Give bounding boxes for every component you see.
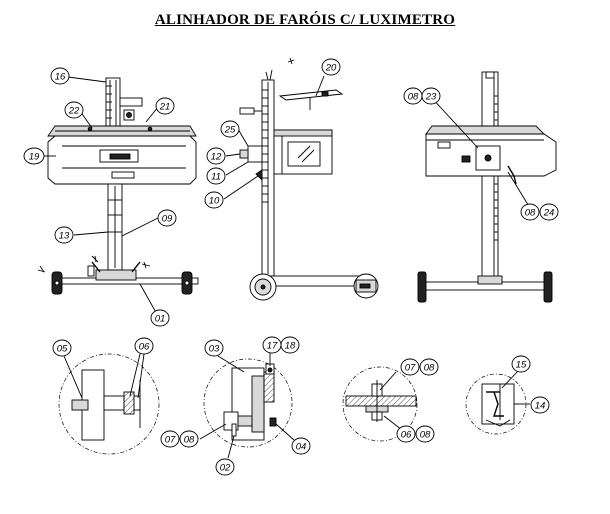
label-23: 23 <box>425 92 437 103</box>
label-25: 25 <box>224 125 236 136</box>
callout-07-08-a: 07 08 <box>160 430 199 448</box>
label-03: 03 <box>209 344 220 355</box>
label-05: 05 <box>57 344 68 355</box>
callout-09: 09 <box>157 209 177 227</box>
detail-05-06 <box>58 353 160 455</box>
label-16: 16 <box>55 72 66 83</box>
label-06b: 06 <box>401 430 412 441</box>
detail-03-04 <box>203 358 293 448</box>
label-21: 21 <box>159 102 171 113</box>
label-08d: 08 <box>424 363 435 374</box>
rear-view <box>417 71 557 303</box>
callout-22: 22 <box>64 101 84 119</box>
side-view <box>239 57 379 301</box>
front-view <box>37 77 199 295</box>
label-18: 18 <box>285 341 296 352</box>
callout-05: 05 <box>52 339 72 357</box>
callout-11: 11 <box>206 167 226 185</box>
label-19: 19 <box>29 152 40 163</box>
label-02: 02 <box>220 463 231 474</box>
callout-03: 03 <box>204 339 224 357</box>
callout-15: 15 <box>511 355 531 373</box>
label-10: 10 <box>209 196 220 207</box>
label-22: 22 <box>68 106 80 117</box>
callout-07-08-b: 07 08 <box>400 358 439 376</box>
label-06: 06 <box>139 342 150 353</box>
label-08e: 08 <box>420 430 431 441</box>
diagram-title: ALINHADOR DE FARÓIS C/ LUXIMETRO <box>154 12 456 28</box>
callout-02: 02 <box>215 458 235 476</box>
label-08b: 08 <box>525 208 536 219</box>
callout-04: 04 <box>291 437 311 455</box>
leader-lines <box>44 75 531 459</box>
label-15: 15 <box>516 360 527 371</box>
callout-10: 10 <box>204 191 224 209</box>
callout-20: 20 <box>321 58 341 76</box>
label-08c: 08 <box>184 435 195 446</box>
label-08a: 08 <box>408 92 419 103</box>
callout-17-18: 17 18 <box>262 336 300 354</box>
callout-06: 06 <box>134 337 154 355</box>
label-09: 09 <box>162 214 173 225</box>
callout-06-08: 06 08 <box>396 425 435 443</box>
callout-13: 13 <box>54 226 74 244</box>
callout-12: 12 <box>206 147 226 165</box>
label-01: 01 <box>155 314 166 325</box>
callout-08-23: 08 23 <box>403 87 441 105</box>
detail-07-08 <box>342 366 418 442</box>
label-13: 13 <box>59 231 70 242</box>
callout-19: 19 <box>23 147 45 165</box>
label-07a: 07 <box>165 435 176 446</box>
callout-01: 01 <box>150 309 170 327</box>
label-17: 17 <box>267 341 278 352</box>
callout-25: 25 <box>220 120 240 138</box>
callouts: 16 22 21 19 13 09 01 20 25 12 11 10 08 2… <box>23 58 559 476</box>
label-04: 04 <box>296 442 307 453</box>
label-24: 24 <box>543 208 555 219</box>
callout-08-24: 08 24 <box>520 203 559 221</box>
label-11: 11 <box>211 172 221 183</box>
label-20: 20 <box>325 63 337 74</box>
callout-16: 16 <box>50 67 70 85</box>
label-07b: 07 <box>405 363 416 374</box>
label-14: 14 <box>535 401 546 412</box>
callout-14: 14 <box>530 396 550 414</box>
label-12: 12 <box>211 152 222 163</box>
callout-21: 21 <box>155 97 175 115</box>
